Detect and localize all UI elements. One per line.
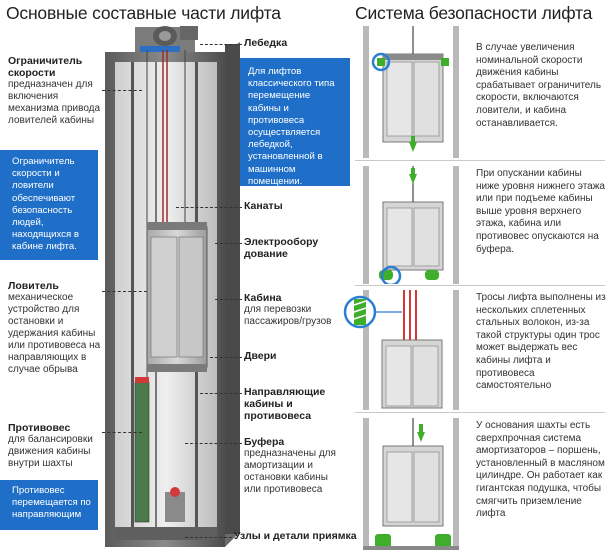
safety-text-3: Тросы лифта выполнены из нескольких спле…: [476, 292, 606, 392]
ogranichitel-info-box: Ограничитель скорости и ловители обеспеч…: [0, 150, 98, 260]
leader-kabina: [215, 299, 242, 300]
elektro-label: Электрооборудование: [244, 236, 319, 260]
lebedka-label: Лебедка: [244, 37, 288, 49]
divider-2: [355, 285, 605, 286]
uzly-label: Узлы и детали приямка: [234, 530, 357, 542]
lovitel-label: Ловитель механическое устройство для ост…: [8, 280, 104, 376]
protivoves-desc: для балансировки движения кабины внутри …: [8, 434, 93, 469]
divider-3: [355, 412, 605, 413]
protivoves-heading: Противовес: [8, 422, 71, 434]
safety-text-4: У основания шахты есть сверхпрочная сист…: [476, 420, 605, 520]
divider-1: [355, 160, 605, 161]
kabina-heading: Кабина: [244, 292, 282, 304]
lovitel-heading: Ловитель: [8, 280, 59, 292]
leader-bufera: [185, 443, 242, 444]
right-title: Система безопасности лифта: [355, 3, 593, 23]
dveri-label: Двери: [244, 350, 277, 362]
leader-napravl: [200, 393, 242, 394]
kabina-desc: для перевозки пассажиров/грузов: [244, 304, 332, 327]
safety-panel-2-illustration: [363, 166, 459, 284]
leader-lebedka: [200, 44, 242, 45]
leader-lovitel: [102, 291, 147, 292]
safety-text-2: При опускании кабины ниже уровня нижнего…: [476, 168, 605, 255]
safety-panel-3-illustration: [343, 290, 459, 410]
bufera-label: Буфера предназначены для амортизации и о…: [244, 436, 344, 496]
kanaty-label: Канаты: [244, 200, 283, 212]
napravl-label: Направляющие кабины и противовеса: [244, 386, 326, 422]
leader-dveri: [210, 357, 242, 358]
bufera-heading: Буфера: [244, 436, 285, 448]
safety-panel-1-illustration: [355, 26, 468, 158]
ogranichitel-label: Ограничитель скорости предназначен для в…: [8, 55, 104, 127]
ogranichitel-heading: Ограничитель скорости: [8, 55, 83, 79]
protivoves-label: Противовес для балансировки движения каб…: [8, 422, 104, 470]
leader-protivoves: [102, 432, 142, 433]
bufera-desc: предназначены для амортизации и остановк…: [244, 448, 336, 495]
lebedka-info-box: Для лифтов классического типа перемещени…: [240, 58, 350, 187]
safety-panel-4-illustration: [363, 418, 459, 550]
left-title: Основные составные части лифта: [6, 3, 281, 23]
lovitel-desc: механическое устройство для остановки и …: [8, 292, 101, 375]
leader-uzly: [185, 537, 232, 538]
leader-kanaty: [176, 207, 242, 208]
leader-elektro: [215, 243, 242, 244]
protivoves-info-box: Противовес перемещается по направляющим: [0, 480, 98, 530]
ogranichitel-desc: предназначен для включения механизма при…: [8, 79, 101, 126]
leader-ogranichitel: [102, 90, 142, 91]
kabina-label: Кабина для перевозки пассажиров/грузов: [244, 292, 354, 328]
elevator-shaft-illustration: [105, 26, 240, 547]
safety-text-1: В случае увеличения номинальной скорости…: [476, 42, 602, 129]
